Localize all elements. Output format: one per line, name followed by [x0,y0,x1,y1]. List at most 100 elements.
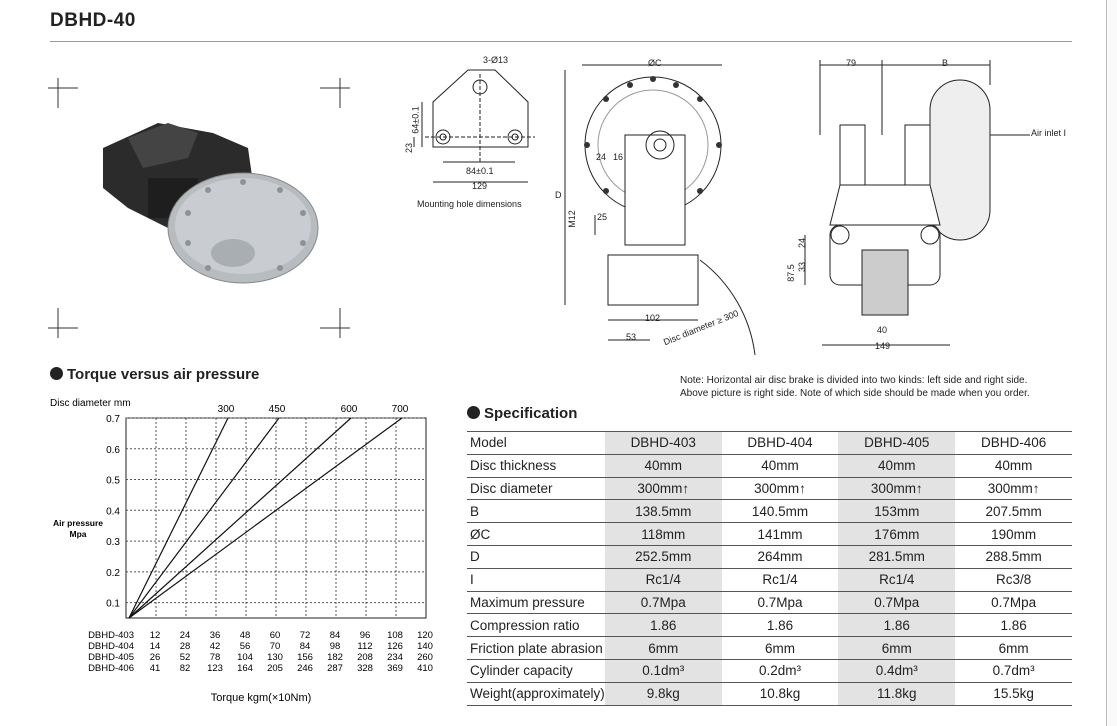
x-tick-label: 84 [330,630,341,641]
mounting-hole-drawing [413,69,535,183]
spec-row-label: Compression ratio [467,613,605,638]
page-title: DBHD-40 [50,10,136,31]
y-axis-unit: Mpa [70,529,87,539]
spec-cell: 300mm↑ [838,477,956,501]
spec-header-dbhd-403: DBHD-403 [604,431,722,455]
front-dim-102: 102 [645,313,661,323]
spec-cell: 190mm [955,522,1072,546]
x-tick-label: 24 [180,630,191,641]
spec-cell: 1.86 [604,613,722,638]
x-tick-label: 12 [150,630,161,641]
front-dim-53: 53 [626,332,637,342]
mount-dim-129: 129 [472,181,488,191]
bullet-icon [467,406,480,419]
spec-section-title: Specification [467,405,577,422]
spec-row-label: Disc diameter [467,477,605,501]
spec-row-label: Friction plate abrasion [467,636,605,660]
y-tick-label: 0.1 [106,599,120,610]
spec-cell: 10.8kg [721,682,839,706]
spec-section-label: Specification [484,405,578,422]
mount-dim-64: 64±0.1 [410,106,421,134]
spec-cell: 118mm [604,522,722,546]
front-dim-d: D [555,190,562,200]
y-tick-label: 0.4 [106,506,120,517]
y-tick-label: 0.6 [106,445,120,456]
x-tick-label: 26 [150,652,161,663]
x-tick-label: 260 [417,652,433,663]
spec-cell: Rc1/4 [604,568,722,592]
spec-cell: 6mm [955,636,1072,660]
bullet-icon [50,367,63,380]
x-tick-label: 140 [417,641,433,652]
x-tick-label: 208 [357,652,373,663]
x-tick-label: 41 [150,663,161,674]
spec-cell: 40mm [721,454,839,478]
photo-corner-marks [48,78,350,338]
mount-caption: Mounting hole dimensions [417,199,522,209]
y-axis-label: Air pressure [53,518,103,528]
side-air-inlet: Air inlet I [1031,128,1067,138]
x-tick-label: 156 [297,652,313,663]
x-tick-label: 108 [387,630,403,641]
x-tick-label: 72 [300,630,311,641]
x-tick-label: 78 [210,652,221,663]
x-tick-label: 112 [357,641,372,652]
series-line-600 [128,417,352,619]
x-tick-label: 42 [210,641,221,652]
spec-cell: 141mm [721,522,839,546]
x-tick-label: 96 [360,630,371,641]
spec-row-label: Disc thickness [467,454,605,478]
y-tick-label: 0.3 [106,537,120,548]
spec-cell: Rc1/4 [838,568,956,592]
torque-section-label: Torque versus air pressure [67,366,260,383]
spec-cell: 6mm [604,636,722,660]
spec-cell: 40mm [838,454,956,478]
x-tick-label: 130 [267,652,283,663]
x-tick-label: 287 [327,663,343,674]
spec-cell: 300mm↑ [604,477,722,501]
x-tick-label: 328 [357,663,373,674]
spec-cell: 0.1dm³ [604,659,722,683]
x-tick-label: 410 [417,663,433,674]
x-tick-label: 36 [210,630,221,641]
spec-cell: 9.8kg [604,682,722,706]
x-tick-label: 52 [180,652,191,663]
side-dim-87: 87.5 [785,264,796,282]
y-tick-label: 0.5 [106,476,120,487]
x-tick-label: 246 [297,663,313,674]
spec-cell: 1.86 [838,613,956,638]
x-tick-label: 369 [387,663,403,674]
spec-row-label: B [467,499,605,524]
side-dim-79: 79 [846,58,857,68]
spec-cell: 264mm [721,545,839,569]
spec-cell: Rc3/8 [955,568,1072,592]
side-dim-40: 40 [877,325,888,335]
x-row-label: DBHD-405 [88,652,134,663]
x-tick-label: 205 [267,663,283,674]
spec-cell: 0.7dm³ [955,659,1072,683]
front-dim-16: 16 [613,152,624,162]
x-tick-label: 123 [207,663,223,674]
x-tick-label: 104 [237,652,253,663]
side-view-drawing [804,60,1030,346]
spec-cell: 153mm [838,499,956,524]
side-dim-33: 33 [797,261,808,273]
series-label-700: 700 [392,404,409,415]
spec-row-label: Weight(approximately) [467,682,605,706]
spec-cell: 140.5mm [721,499,839,524]
spec-cell: 252.5mm [604,545,722,569]
front-dim-m12: M12 [566,210,577,228]
spec-cell: 6mm [838,636,956,660]
spec-row-label: ØC [467,522,605,546]
series-line-700 [128,417,403,619]
x-row-label: DBHD-403 [88,630,134,641]
series-label-450: 450 [269,404,286,415]
side-note: Note: Horizontal air disc brake is divid… [680,374,1030,400]
spec-cell: 1.86 [721,613,839,638]
side-dim-b: B [942,58,949,68]
